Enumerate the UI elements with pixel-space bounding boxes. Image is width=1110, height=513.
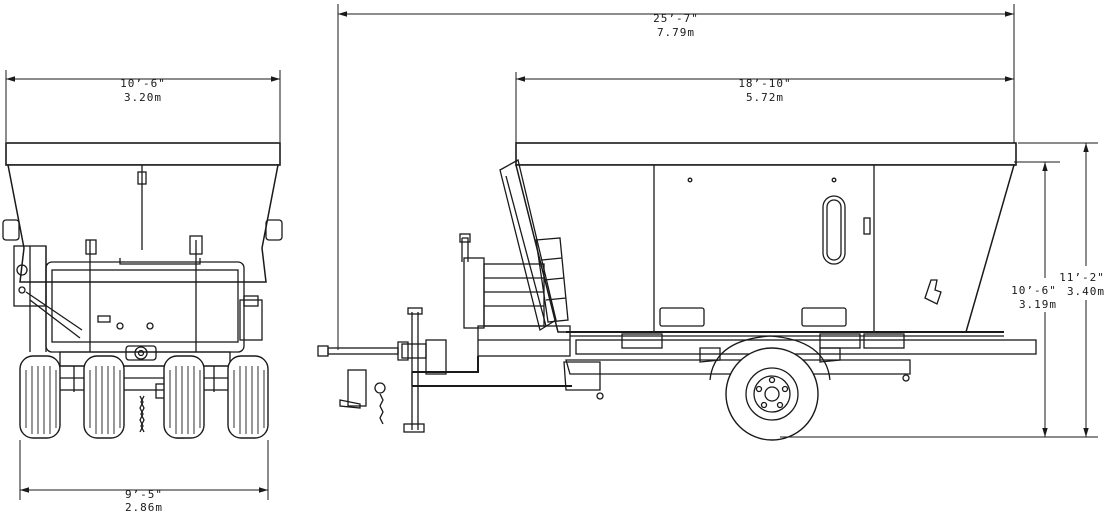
hopper-height-metric: 3.19m	[1019, 298, 1057, 311]
side-view	[317, 142, 1037, 441]
top-width-metric: 3.20m	[124, 91, 162, 104]
dimension-overall-height: 11’-2" 3.40m	[780, 142, 1110, 438]
rear-tires	[19, 355, 269, 439]
overall-length-imperial: 25’-7"	[653, 12, 699, 25]
dimension-hopper-height: 10’-6" 3.19m	[1008, 161, 1062, 437]
hopper-length-imperial: 18’-10"	[738, 77, 791, 90]
side-hopper	[499, 142, 1017, 333]
overall-length-metric: 7.79m	[657, 26, 695, 39]
rear-hopper	[2, 142, 283, 283]
hopper-height-imperial: 10’-6"	[1011, 284, 1057, 297]
hopper-length-metric: 5.72m	[746, 91, 784, 104]
overall-height-imperial: 11’-2"	[1059, 271, 1105, 284]
side-wheel	[709, 335, 831, 441]
wheel-width-metric: 2.86m	[125, 501, 163, 513]
wheel-width-imperial: 9’-5"	[125, 488, 163, 501]
dimension-hopper-length: 18’-10" 5.72m	[515, 72, 1015, 143]
overall-height-metric: 3.40m	[1067, 285, 1105, 298]
top-width-imperial: 10’-6"	[120, 77, 166, 90]
dimension-top-width: 10’-6" 3.20m	[5, 70, 281, 142]
rear-view	[2, 142, 283, 439]
dimension-wheel-width: 9’-5" 2.86m	[19, 440, 269, 513]
